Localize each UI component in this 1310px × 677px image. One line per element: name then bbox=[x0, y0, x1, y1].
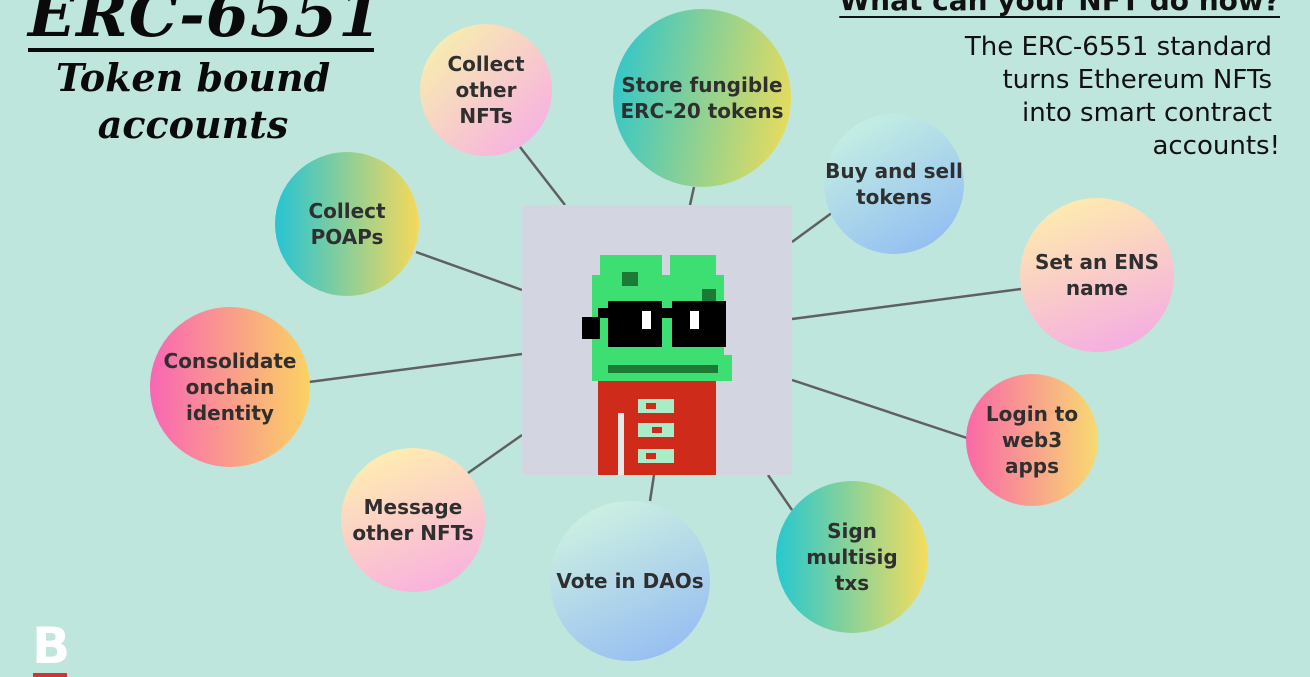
bubble-label: Store fungible ERC-20 tokens bbox=[620, 73, 784, 123]
bubble-vote: Vote in DAOs bbox=[550, 501, 710, 661]
sunglasses-lens-left bbox=[608, 301, 662, 347]
connector-line-login bbox=[791, 378, 968, 440]
sunglasses-strap bbox=[582, 317, 600, 339]
bubble-collect-poaps: Collect POAPs bbox=[275, 152, 419, 296]
shirt-glyph-notch bbox=[652, 427, 662, 433]
shirt-glyph-notch bbox=[646, 453, 656, 459]
publisher-logo: B bbox=[32, 617, 71, 675]
intro-heading: What can your NFT do now? bbox=[839, 0, 1280, 17]
frog-eye-bump bbox=[670, 255, 716, 277]
bubble-label: Buy and sell tokens bbox=[825, 159, 963, 209]
bubble-label: Vote in DAOs bbox=[556, 569, 704, 593]
connector-line-erc20 bbox=[688, 186, 696, 206]
bubble-label: Consolidate onchain identity bbox=[163, 349, 297, 425]
connector-line-buy-sell bbox=[791, 210, 834, 244]
bubble-buy-sell: Buy and sell tokens bbox=[824, 114, 964, 254]
intro-line: into smart contract bbox=[1021, 98, 1272, 128]
bubble-label: Set an ENS name bbox=[1035, 250, 1159, 300]
bubble-identity: Consolidate onchain identity bbox=[150, 307, 310, 467]
title-sub-line: Token bound bbox=[55, 55, 331, 100]
frog-nft-image bbox=[582, 255, 732, 475]
bubble-collect-nfts: Collect other NFTs bbox=[420, 24, 552, 156]
nft-frame bbox=[522, 205, 792, 475]
connector-line-message bbox=[467, 433, 523, 475]
connector-line-multisig bbox=[766, 474, 794, 511]
connector-line-vote bbox=[648, 474, 656, 502]
title-main: ERC-6551 bbox=[28, 0, 383, 51]
sunglasses-glint bbox=[690, 311, 699, 329]
intro-line: The ERC-6551 standard bbox=[964, 32, 1272, 62]
bubble-label: Sign multisig txs bbox=[806, 519, 898, 595]
connector-line-ens bbox=[791, 287, 1022, 321]
title-underline bbox=[28, 48, 374, 52]
frog-eye-bump bbox=[600, 255, 662, 277]
connector-line-collect-poaps bbox=[415, 250, 523, 292]
frog-mouth bbox=[608, 365, 718, 373]
bubble-message: Message other NFTs bbox=[341, 448, 485, 592]
bubble-label: Collect POAPs bbox=[308, 199, 386, 249]
bubble-multisig: Sign multisig txs bbox=[776, 481, 928, 633]
frog-head-spot bbox=[622, 272, 638, 286]
bubble-label: Collect other NFTs bbox=[447, 52, 525, 128]
shirt-stripe bbox=[618, 413, 624, 475]
frog-head-spot bbox=[702, 289, 716, 303]
intro-line: accounts! bbox=[1152, 131, 1280, 161]
sunglasses-glint bbox=[642, 311, 651, 329]
publisher-logo-bar bbox=[33, 673, 67, 677]
shirt-glyph-notch bbox=[646, 403, 656, 409]
title-sub-line: accounts bbox=[97, 102, 289, 147]
bubble-label: Message other NFTs bbox=[352, 495, 474, 545]
bubble-ens: Set an ENS name bbox=[1020, 198, 1174, 352]
title-sub: Token bound accounts bbox=[30, 54, 356, 148]
intro-text: The ERC-6551 standard turns Ethereum NFT… bbox=[912, 31, 1280, 163]
connector-line-identity bbox=[308, 352, 523, 384]
connector-line-collect-nfts bbox=[519, 146, 566, 206]
bubble-erc20: Store fungible ERC-20 tokens bbox=[613, 9, 791, 187]
bubble-login: Login to web3 apps bbox=[966, 374, 1098, 506]
intro-line: turns Ethereum NFTs bbox=[1002, 65, 1272, 95]
bubble-label: Login to web3 apps bbox=[985, 402, 1079, 478]
